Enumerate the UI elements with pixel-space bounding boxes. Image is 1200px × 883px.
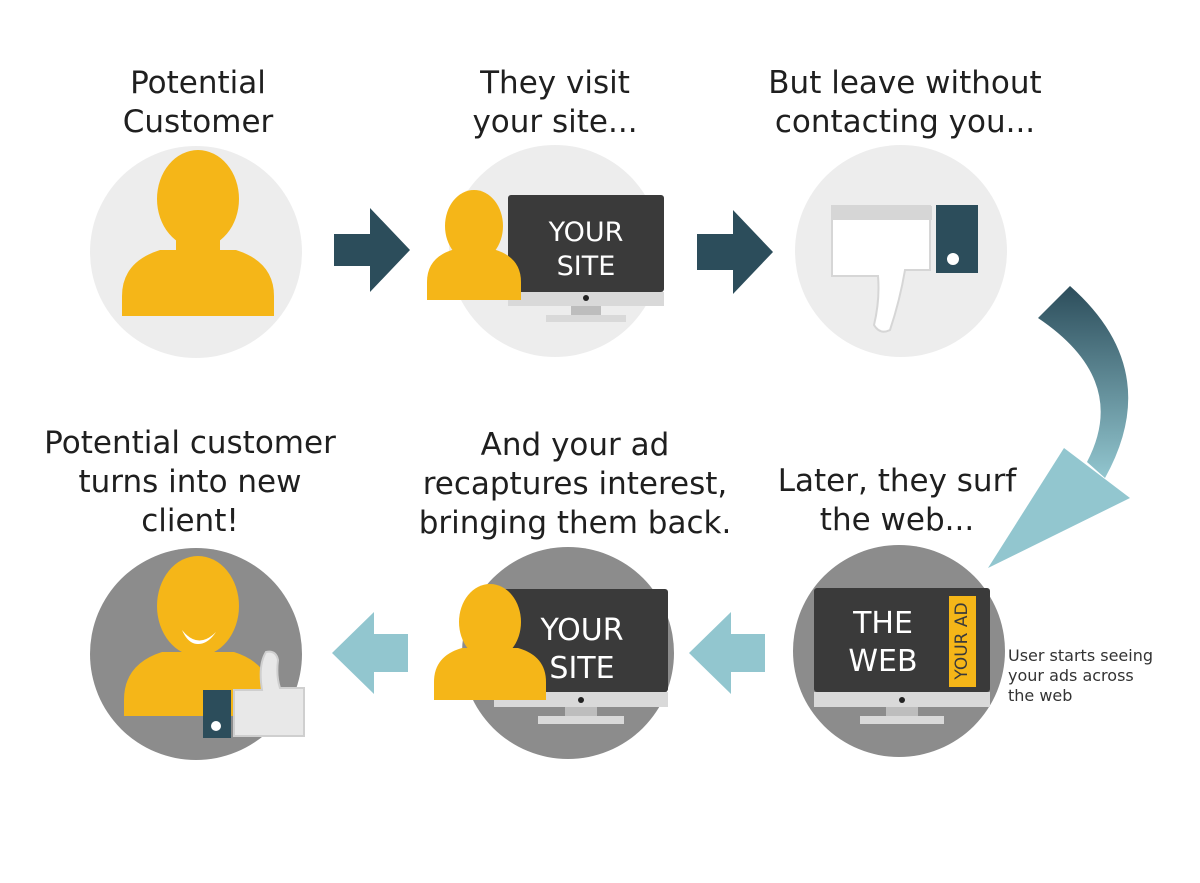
- arrow-right-icon: [697, 210, 773, 294]
- arrow-left-icon: [689, 612, 765, 694]
- screen-line-1: YOUR: [548, 217, 624, 248]
- thumbs-up-icon: [203, 650, 305, 738]
- ad-banner: [949, 596, 976, 687]
- screen-line-2: SITE: [549, 651, 614, 686]
- screen-line-2: SITE: [557, 251, 616, 282]
- step-5-caption: And your ad recaptures interest, bringin…: [418, 427, 732, 541]
- step-2-caption: They visit your site...: [472, 65, 638, 140]
- step-4-node: THE WEB YOUR AD: [793, 545, 1005, 757]
- screen-line-1: YOUR: [539, 613, 623, 648]
- step-4-caption: Later, they surf the web...: [777, 463, 1017, 538]
- person-icon: [427, 190, 521, 300]
- monitor-icon: THE WEB YOUR AD: [814, 588, 990, 724]
- step-2-node: YOUR SITE: [427, 145, 664, 357]
- arrow-right-icon: [334, 208, 410, 292]
- person-icon: [434, 584, 546, 700]
- person-icon: [122, 150, 274, 316]
- step-1-caption: Potential Customer: [122, 65, 274, 140]
- ad-banner-label: YOUR AD: [952, 602, 972, 680]
- monitor-icon: YOUR SITE: [508, 195, 664, 322]
- step-6-caption: Potential customer turns into new client…: [44, 425, 336, 539]
- step-6-node: [90, 548, 305, 760]
- step-5-node: YOUR SITE: [434, 547, 674, 759]
- step-3-node: [795, 145, 1007, 357]
- screen-line-1: THE: [852, 606, 913, 641]
- thumbs-down-icon: [831, 205, 978, 333]
- step-1-node: [90, 146, 302, 358]
- monitor-icon: YOUR SITE: [494, 589, 668, 724]
- curved-arrow-icon: [988, 286, 1130, 568]
- screen-line-2: WEB: [848, 644, 917, 679]
- arrow-left-icon: [332, 612, 408, 694]
- ad-visibility-note: User starts seeing your ads across the w…: [1008, 646, 1154, 705]
- step-3-caption: But leave without contacting you...: [768, 65, 1042, 140]
